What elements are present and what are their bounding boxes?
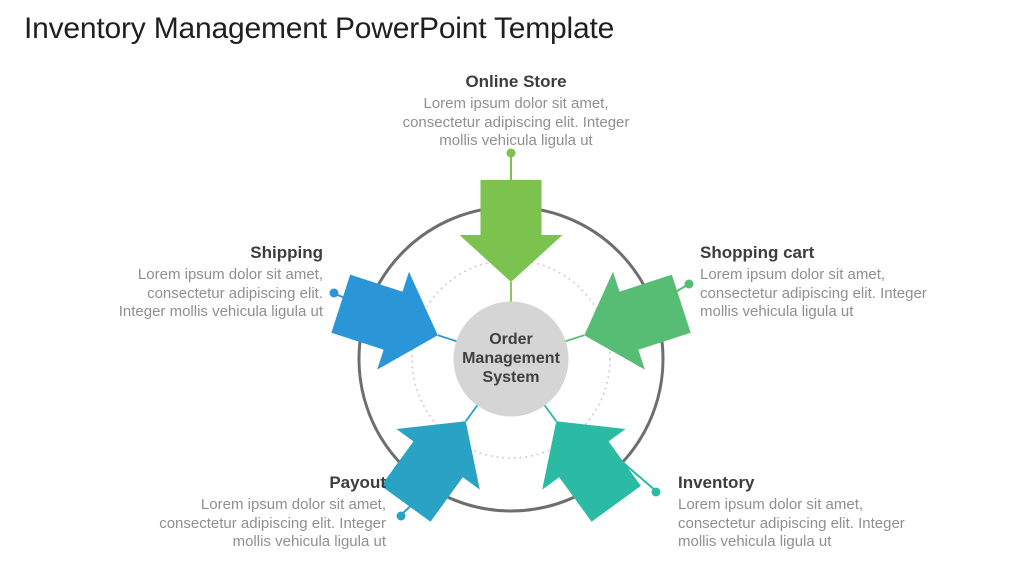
arrow-shipping <box>331 271 438 370</box>
node-online-store-title: Online Store <box>465 72 567 91</box>
hub-label: Order Management System <box>462 331 560 386</box>
arrow-shopping-cart <box>584 271 691 370</box>
node-inventory-title: Inventory <box>678 473 755 492</box>
node-online-store-description: Lorem ipsum dolor sit amet, consectetur … <box>402 95 630 149</box>
node-inventory: Inventory Lorem ipsum dolor sit amet, co… <box>678 473 922 552</box>
node-shopping-cart-description: Lorem ipsum dolor sit amet, consectetur … <box>700 266 927 320</box>
connector-dot-inventory <box>651 487 661 497</box>
node-payout-title: Payout <box>329 473 386 492</box>
connector-dot-shopping-cart <box>684 279 694 289</box>
node-shipping-description: Lorem ipsum dolor sit amet, consectetur … <box>118 266 323 320</box>
node-inventory-description: Lorem ipsum dolor sit amet, consectetur … <box>678 496 905 550</box>
node-shopping-cart-title: Shopping cart <box>700 243 815 262</box>
connector-dot-payout <box>396 511 406 521</box>
node-shopping-cart: Shopping cart Lorem ipsum dolor sit amet… <box>700 243 944 322</box>
connector-dot-shipping <box>329 288 339 298</box>
slide-title: Inventory Management PowerPoint Template <box>24 12 615 45</box>
node-online-store: Online Store Lorem ipsum dolor sit amet,… <box>394 72 638 151</box>
hub-circle <box>453 301 569 417</box>
arrow-inventory <box>542 421 641 522</box>
connector-dot-online-store <box>506 148 516 158</box>
node-shipping: Shipping Lorem ipsum dolor sit amet, con… <box>117 243 323 322</box>
node-shipping-title: Shipping <box>250 243 323 262</box>
arrow-payout <box>381 421 480 522</box>
node-payout: Payout Lorem ipsum dolor sit amet, conse… <box>142 473 386 552</box>
connector-line-inventory <box>619 459 657 492</box>
arrow-online-store <box>459 180 563 282</box>
node-payout-description: Lorem ipsum dolor sit amet, consectetur … <box>159 496 386 550</box>
